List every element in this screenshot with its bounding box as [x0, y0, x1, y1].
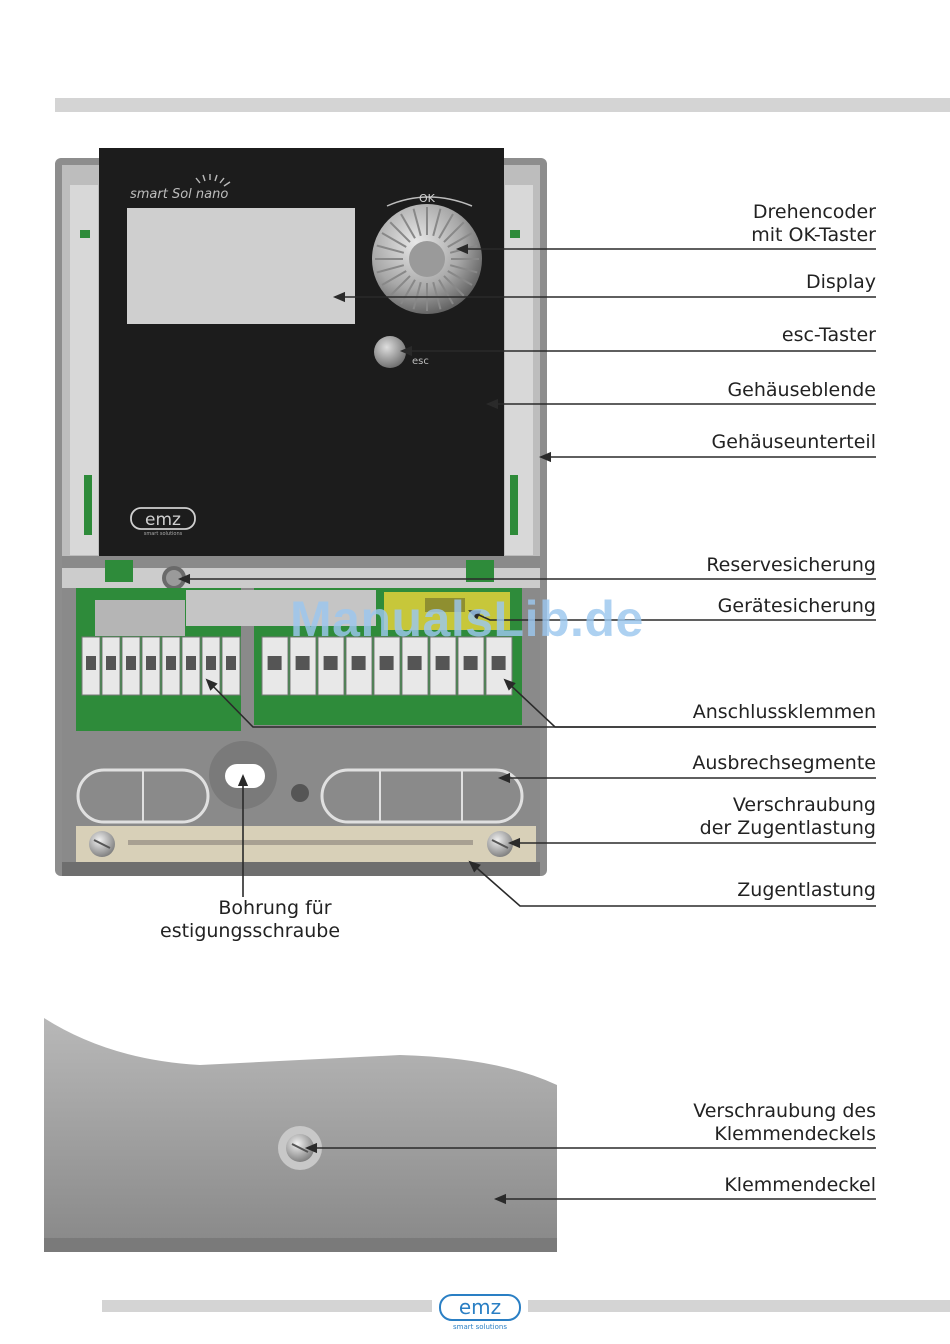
terminal — [373, 636, 401, 696]
esc-button — [374, 336, 406, 368]
label-anschlussklemmen: Anschlussklemmen — [692, 701, 876, 723]
knockout-right — [320, 768, 524, 824]
sun-icon — [195, 174, 231, 187]
label-ausbrechsegmente: Ausbrechsegmente — [692, 752, 876, 774]
footer-rule-right — [528, 1300, 950, 1312]
emz-logo-device: emz — [145, 510, 181, 530]
svg-text:emz: emz — [459, 1295, 501, 1319]
terminal — [429, 636, 457, 696]
label-zugentlastung: Zugentlastung — [737, 879, 876, 901]
label-verschraubung-zugentlastung: Verschraubung der Zugentlastung — [699, 794, 876, 839]
caption-bohrung: Bohrung für estigungsschraube — [160, 897, 341, 942]
label-reservesicherung: Reservesicherung — [706, 554, 876, 576]
watermark: ManualsLib.de — [290, 591, 644, 647]
terminal-block-right — [261, 636, 513, 696]
emz-logo-footer: emz smart solutions — [439, 1294, 521, 1331]
label-gehaeuseunterteil: Gehäuseunterteil — [711, 431, 876, 453]
label-drehencoder: Drehencoder mit OK-Taster — [751, 201, 876, 246]
footer-rule-left — [102, 1300, 432, 1312]
label-gehaeuseblende: Gehäuseblende — [727, 379, 876, 401]
rotary-encoder-knob — [372, 204, 482, 314]
brand-line: smart Sol nano — [130, 187, 228, 202]
svg-text:smart solutions: smart solutions — [144, 531, 183, 537]
display-window — [127, 208, 355, 324]
esc-label: esc — [412, 356, 429, 367]
label-display: Display — [805, 271, 876, 293]
ok-label: OK — [419, 192, 436, 205]
mounting-hole — [225, 764, 265, 788]
label-esc-taster: esc-Taster — [781, 324, 876, 346]
label-verschraubung-klemmendeckel: Verschraubung des Klemmendeckels — [693, 1100, 876, 1145]
label-geraetesicherung: Gerätesicherung — [717, 595, 876, 617]
leader-lines — [177, 243, 876, 1205]
svg-text:smart solutions: smart solutions — [453, 1323, 507, 1331]
label-klemmendeckel: Klemmendeckel — [724, 1174, 876, 1196]
top-rule — [55, 98, 950, 112]
